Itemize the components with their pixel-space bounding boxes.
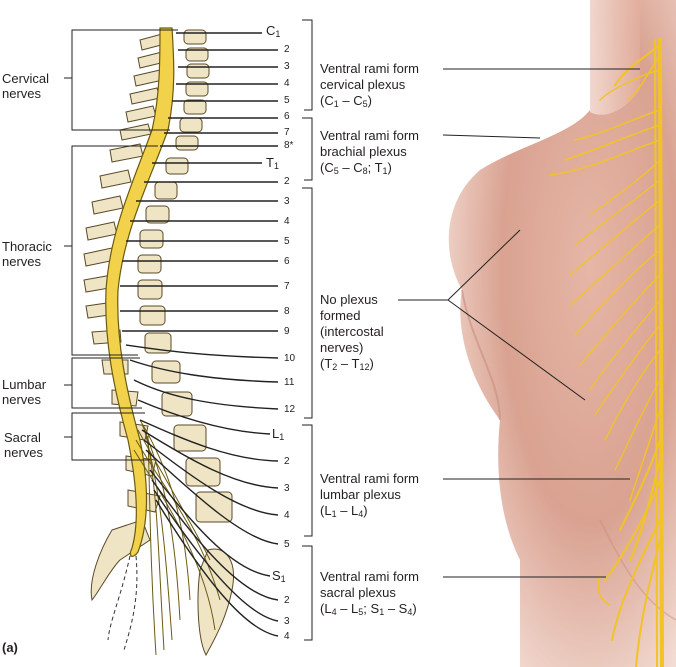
- segment-c1: C1: [266, 24, 280, 37]
- segment-number: 4: [284, 78, 290, 89]
- group-subtitle: nerves: [2, 86, 49, 101]
- segment-number: 12: [284, 404, 295, 415]
- group-subtitle: nerves: [2, 254, 52, 269]
- label-thoracic-nerves: Thoracic nerves: [2, 239, 52, 269]
- segment-number: 6: [284, 111, 290, 122]
- segment-number: 4: [284, 510, 290, 521]
- range-text: (T2 – T12): [320, 356, 384, 372]
- range-text: (C5 – C8; T1): [320, 160, 419, 176]
- group-title: Lumbar: [2, 377, 46, 392]
- segment-number: 10: [284, 353, 295, 364]
- plexus-label-cervical: Ventral rami form cervical plexus (C1 – …: [320, 61, 419, 109]
- label-cervical-nerves: Cervical nerves: [2, 71, 49, 101]
- segment-number: 5: [284, 539, 290, 550]
- vertebrae: [138, 30, 233, 655]
- segment-number: 4: [284, 631, 290, 642]
- segment-number: 5: [284, 95, 290, 106]
- segment-number: 8: [284, 306, 290, 317]
- range-text: (L4 – L5; S1 – S4): [320, 601, 419, 617]
- label-sacral-nerves: Sacral nerves: [4, 430, 43, 460]
- segment-number: 7: [284, 127, 290, 138]
- segment-number: 5: [284, 236, 290, 247]
- segment-number: 4: [284, 216, 290, 227]
- segment-number: 3: [284, 61, 290, 72]
- range-text: (C1 – C5): [320, 93, 419, 109]
- segment-number: 3: [284, 616, 290, 627]
- segment-number: 11: [284, 377, 294, 388]
- group-subtitle: nerves: [4, 445, 43, 460]
- segment-number: 7: [284, 281, 290, 292]
- back-illustration: [440, 0, 676, 667]
- segment-number: 2: [284, 176, 290, 187]
- plexus-label-sacral: Ventral rami form sacral plexus (L4 – L5…: [320, 569, 419, 617]
- plexus-label-intercostal: No plexus formed (intercostal nerves) (T…: [320, 292, 384, 372]
- segment-number: 8*: [284, 140, 293, 151]
- plexus-label-brachial: Ventral rami form brachial plexus (C5 – …: [320, 128, 419, 176]
- vertebral-column: [84, 28, 233, 655]
- group-title: Cervical: [2, 71, 49, 86]
- segment-number: 2: [284, 456, 290, 467]
- segment-number: 2: [284, 44, 290, 55]
- segment-number: 3: [284, 483, 290, 494]
- segment-t1: T1: [266, 156, 279, 169]
- segment-number: 6: [284, 256, 290, 267]
- plexus-label-lumbar: Ventral rami form lumbar plexus (L1 – L4…: [320, 471, 419, 519]
- segment-l1: L1: [272, 427, 284, 440]
- segment-number: 3: [284, 196, 290, 207]
- segment-s1: S1: [272, 569, 286, 582]
- range-text: (L1 – L4): [320, 503, 419, 519]
- label-lumbar-nerves: Lumbar nerves: [2, 377, 46, 407]
- range-brackets: [302, 20, 312, 640]
- group-title: Thoracic: [2, 239, 52, 254]
- panel-label: (a): [2, 640, 18, 655]
- group-title: Sacral: [4, 430, 43, 445]
- group-subtitle: nerves: [2, 392, 46, 407]
- segment-number: 9: [284, 326, 290, 337]
- segment-number: 2: [284, 595, 290, 606]
